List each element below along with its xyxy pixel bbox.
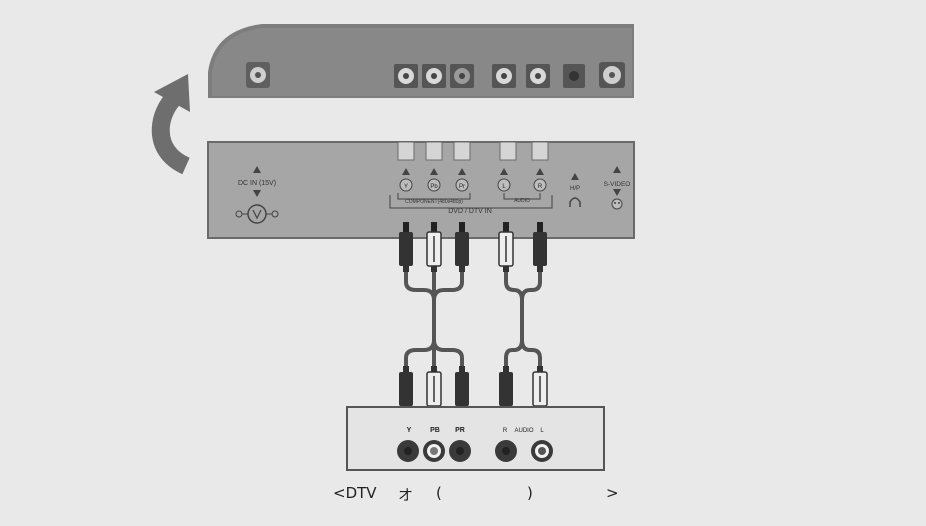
svideo-label: S-VIDEO	[604, 181, 631, 188]
headphone-group: H/P	[569, 173, 581, 207]
tv-rear-housing	[208, 24, 634, 98]
caption-part-5: >	[606, 484, 619, 502]
source-l-label: L	[540, 428, 544, 434]
dc-in-label: DC IN (15V)	[238, 180, 276, 187]
housing-svideo-jack	[246, 62, 270, 88]
housing-component-jacks	[394, 64, 474, 88]
housing-audio-jacks	[492, 64, 550, 88]
plug-audio-l-top	[498, 222, 514, 272]
panel-top-sockets	[397, 141, 549, 161]
dvd-dtv-in-label: DVD / DTV IN	[448, 208, 492, 215]
tv-connector-panel: DC IN (15V) Y Pb Pr COMPONENT(480i/480p)	[207, 141, 635, 239]
tv-r-label: R	[538, 184, 543, 190]
svideo-jack-icon	[611, 198, 623, 210]
headphone-icon	[569, 197, 581, 207]
audio-inputs: L R AUDIO	[497, 168, 547, 204]
figure-caption: <DTV オ ( ) >	[0, 484, 926, 506]
source-r-label: R	[503, 428, 508, 434]
plug-pr-top	[455, 222, 469, 272]
component-label: COMPONENT(480i/480p)	[405, 199, 463, 205]
source-audio-label: AUDIO	[514, 428, 533, 434]
cables	[404, 270, 542, 368]
plug-y-top	[399, 222, 413, 272]
plug-pb-top	[426, 222, 442, 272]
source-pb-label: PB	[430, 427, 440, 434]
dtv-receiver-box: Y PB PR R AUDIO L	[346, 406, 605, 471]
caption-part-3: (	[436, 484, 442, 502]
audio-label: AUDIO	[514, 198, 530, 204]
rotate-arrow-icon	[151, 74, 191, 175]
dvd-dtv-in-group: DVD / DTV IN	[389, 195, 553, 215]
caption-part-2: オ	[398, 486, 414, 504]
component-inputs: Y Pb Pr COMPONENT(480i/480p)	[397, 168, 471, 205]
tv-y-label: Y	[404, 184, 408, 190]
source-pr-label: PR	[455, 427, 465, 434]
tv-pr-label: Pr	[459, 184, 465, 190]
hp-label: H/P	[570, 186, 580, 192]
caption-part-1: <DTV	[333, 484, 377, 502]
svideo-group: S-VIDEO	[604, 166, 631, 210]
tv-pb-label: Pb	[430, 184, 438, 190]
caption-part-4: )	[527, 484, 533, 502]
source-y-label: Y	[407, 427, 412, 434]
plug-audio-r-top	[533, 222, 547, 272]
upper-plugs	[399, 222, 547, 272]
housing-headphone-jack	[563, 64, 585, 88]
housing-svideo-jack-2	[599, 62, 625, 88]
tv-l-label: L	[502, 184, 506, 190]
dc-in-label-group: DC IN (15V)	[235, 166, 279, 224]
